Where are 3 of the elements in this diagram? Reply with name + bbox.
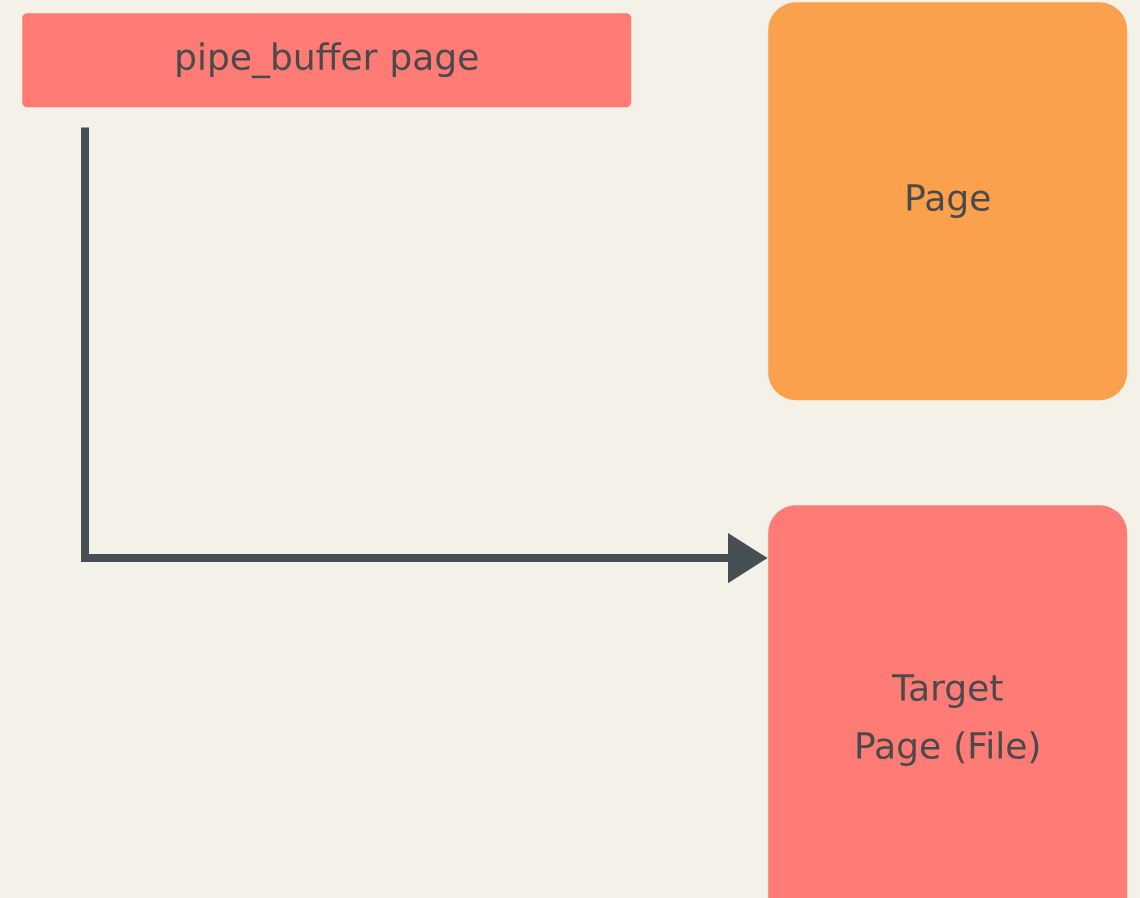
label-box: pipe_buffer page — [22, 13, 632, 108]
page-box: Page — [768, 2, 1128, 401]
page-box: Target Page (File) — [768, 505, 1128, 898]
